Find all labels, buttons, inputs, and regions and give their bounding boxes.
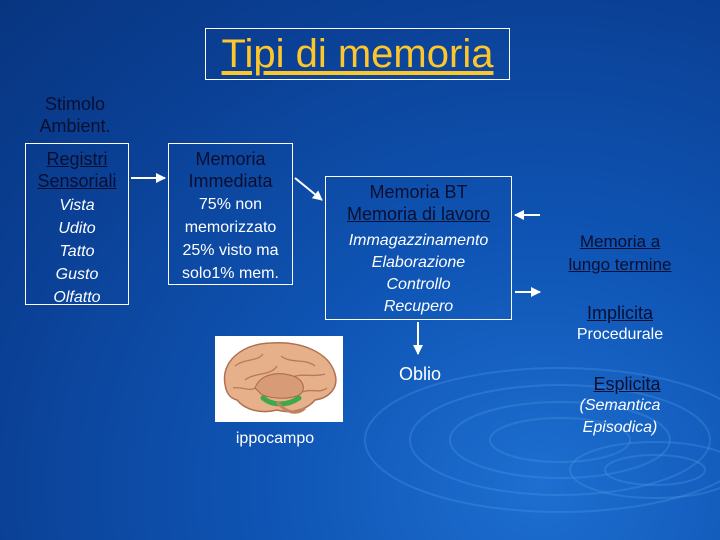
oblio-label: Oblio xyxy=(398,364,442,384)
list-item: Tatto xyxy=(59,243,95,260)
brain-image xyxy=(215,336,343,422)
list-item: Vista xyxy=(59,197,95,214)
memoria-immediata-detail: 75% non memorizzato 25% visto ma solo1% … xyxy=(182,196,279,282)
list-item: Elaborazione xyxy=(371,254,466,271)
memoria-bt-header: Memoria BT Memoria di lavoro xyxy=(346,182,491,224)
title-box: Tipi di memoria xyxy=(205,28,510,80)
list-item: Udito xyxy=(58,220,96,237)
list-item: Olfatto xyxy=(53,289,101,306)
stimolo-label: Stimolo Ambient. xyxy=(39,94,111,136)
list-item: Recupero xyxy=(383,298,454,315)
list-item: Gusto xyxy=(55,266,99,283)
registri-sensoriali-list: Vista Udito Tatto Gusto Olfatto xyxy=(25,194,129,309)
list-item: Immagazzinamento xyxy=(348,232,489,249)
registri-sensoriali-header: Registri Sensoriali xyxy=(37,149,117,191)
memoria-implicita: Implicita Procedurale xyxy=(576,303,664,343)
memoria-bt-list: Immagazzinamento Elaborazione Controllo … xyxy=(325,230,512,318)
memoria-esplicita: Esplicita (Semantica Episodica) xyxy=(579,374,661,436)
arrow-immediata-to-bt xyxy=(294,177,323,201)
memoria-bt-box xyxy=(325,176,512,320)
page-title: Tipi di memoria xyxy=(221,31,494,76)
ippocampo-label: ippocampo xyxy=(235,430,315,447)
memoria-immediata-header: Memoria Immediata xyxy=(188,149,273,191)
list-item: Controllo xyxy=(386,276,451,293)
registri-sensoriali-box xyxy=(25,143,129,305)
memoria-lungo-termine-header: Memoria a lungo termine xyxy=(568,232,672,274)
memoria-immediata-box xyxy=(168,143,293,285)
